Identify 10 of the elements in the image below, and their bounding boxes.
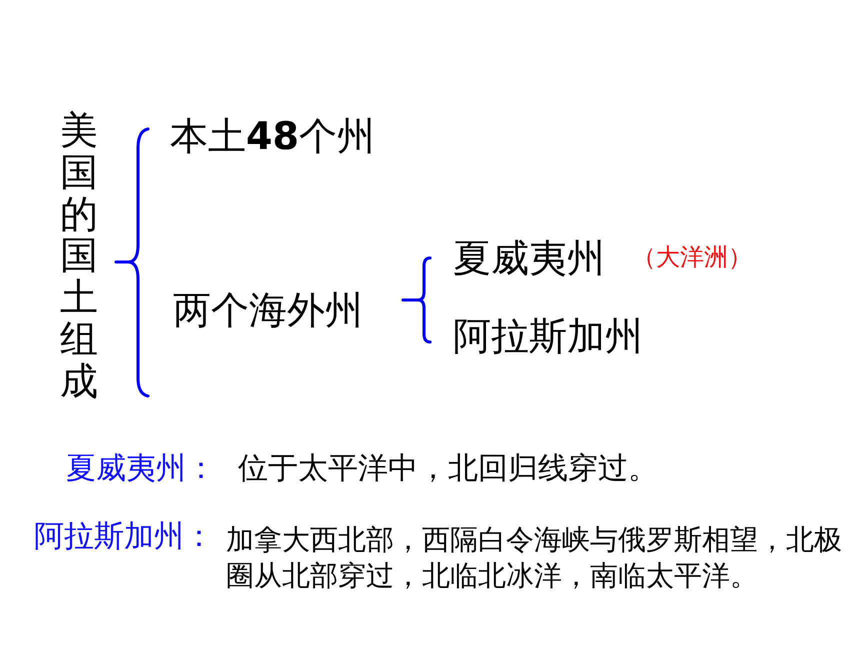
category-label: 两个海外州	[173, 290, 363, 332]
description-text: 加拿大西北部，西隔白令海峡与俄罗斯相望，北极圈从北部穿过，北临北冰洋，南临太平洋。	[226, 522, 843, 594]
state-label: 阿拉斯加州	[453, 316, 643, 358]
category-label: 本土48个州	[170, 116, 375, 158]
vertical-heading: 美国的国土组成	[59, 110, 99, 403]
description-text: 位于太平洋中，北回归线穿过。	[238, 452, 658, 485]
state-label: 夏威夷州	[453, 238, 605, 280]
term-label: 夏威夷州：	[66, 452, 216, 485]
term-label: 阿拉斯加州：	[34, 520, 214, 553]
region-note: （大洋洲）	[632, 244, 752, 270]
